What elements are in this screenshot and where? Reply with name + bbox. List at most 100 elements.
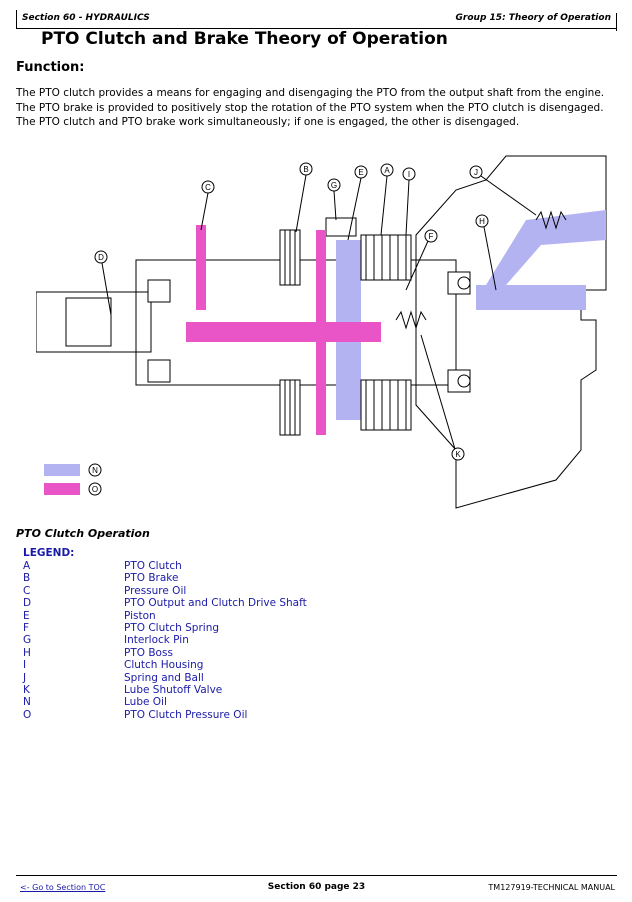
callout-e: E: [347, 165, 368, 241]
legend-key: K: [23, 683, 30, 696]
callout-a: A: [380, 163, 394, 236]
legend-row-b: B PTO Brake: [23, 572, 178, 585]
pto-clutch-diagram: B C G E A I J H F D K N O: [36, 155, 607, 509]
legend-label: PTO Brake: [124, 572, 179, 585]
legend-key: C: [23, 584, 31, 597]
manual-id: TM127919-TECHNICAL MANUAL: [488, 883, 615, 892]
function-text: The PTO clutch provides a means for enga…: [16, 87, 605, 128]
svg-text:D: D: [98, 253, 104, 262]
svg-text:O: O: [92, 485, 98, 494]
clutch-spring: [395, 310, 427, 330]
boss-bearing-top: [457, 276, 471, 290]
legend-label: Clutch Housing: [124, 659, 204, 672]
pressure-oil-path: [186, 225, 381, 435]
legend-key: E: [23, 609, 30, 622]
output-shaft: [36, 291, 152, 353]
legend-key: D: [23, 597, 32, 610]
page-title: PTO Clutch and Brake Theory of Operation: [41, 29, 448, 49]
callout-n: N: [88, 463, 102, 477]
plate-lines: [284, 230, 407, 435]
callout-j: J: [469, 165, 537, 216]
legend-key: J: [23, 671, 27, 684]
legend-key: G: [23, 634, 32, 647]
svg-text:N: N: [92, 466, 98, 475]
legend-label: Pressure Oil: [124, 584, 187, 597]
clutch-plates-top: [360, 234, 412, 281]
bearing-left-bottom: [147, 359, 171, 383]
lube-oil-channel: [486, 210, 606, 285]
legend-label: Lube Oil: [124, 696, 167, 709]
legend-row-e: E Piston: [23, 609, 156, 622]
bearing-left-top: [147, 279, 171, 303]
legend: LEGEND: A PTO Clutch B PTO Brake C Pressure…: [23, 547, 307, 721]
legend-row-c: C Pressure Oil: [23, 584, 186, 597]
page-header: Section 60 - HYDRAULICS Group 15: Theory…: [16, 10, 617, 31]
header-rule-left: [16, 10, 17, 28]
lube-oil-regions: [336, 210, 606, 420]
toc-link[interactable]: <- Go to Section TOC: [20, 883, 106, 892]
legend-key: F: [23, 621, 30, 634]
interlock-pin-body: [325, 217, 357, 237]
pressure-oil-passage: [186, 322, 381, 342]
callout-b: B: [295, 162, 313, 233]
legend-row-d: D PTO Output and Clutch Drive Shaft: [23, 597, 307, 610]
pressure-oil-inlet: [196, 225, 206, 310]
svg-text:B: B: [303, 165, 308, 174]
page-footer: <- Go to Section TOC Section 60 page 23 …: [16, 875, 617, 896]
legend-label: PTO Output and Clutch Drive Shaft: [124, 597, 307, 610]
callout-i: I: [402, 167, 416, 236]
legend-label: Interlock Pin: [124, 634, 189, 647]
bearings: [147, 271, 471, 393]
callout-h: H: [475, 214, 497, 291]
legend-label: PTO Clutch: [124, 560, 182, 572]
svg-text:I: I: [408, 170, 410, 179]
svg-text:C: C: [205, 183, 211, 192]
svg-text:F: F: [429, 232, 434, 241]
header-group: Group 15: Theory of Operation: [455, 13, 611, 23]
pto-housing-outline: [415, 155, 607, 509]
svg-text:J: J: [474, 168, 478, 177]
legend-key: H: [23, 646, 31, 659]
callout-g: G: [327, 178, 341, 221]
pressure-oil-swatch: [44, 483, 80, 495]
legend-row-f: F PTO Clutch Spring: [23, 621, 219, 634]
legend-key: I: [23, 659, 27, 672]
lube-oil-boss: [476, 285, 586, 310]
legend-row-j: J Spring and Ball: [23, 671, 204, 684]
lube-oil-swatch: [44, 464, 80, 476]
pressure-oil-piston-feed: [316, 230, 326, 435]
svg-text:H: H: [479, 217, 485, 226]
legend-row-o: O PTO Clutch Pressure Oil: [23, 708, 247, 721]
legend-key: N: [23, 696, 31, 709]
callout-d: D: [94, 250, 112, 316]
legend-label: Piston: [124, 609, 156, 622]
legend-key: B: [23, 572, 31, 585]
legend-title: LEGEND:: [23, 547, 75, 559]
callout-f: F: [405, 229, 438, 291]
spring-and-ball: [535, 210, 567, 230]
callout-o: O: [88, 482, 102, 496]
legend-label: PTO Clutch Spring: [124, 621, 220, 634]
legend-row-g: G Interlock Pin: [23, 634, 189, 647]
legend-label: PTO Clutch Pressure Oil: [124, 708, 248, 721]
clutch-plates-bottom: [360, 379, 412, 431]
function-heading: Function:: [16, 60, 85, 75]
legend-label: Spring and Ball: [124, 671, 204, 684]
svg-text:K: K: [455, 450, 461, 459]
legend-key: O: [23, 708, 32, 721]
diagram-caption: PTO Clutch Operation: [16, 527, 150, 540]
legend-row-i: I Clutch Housing: [23, 659, 203, 672]
page-number: Section 60 page 23: [267, 882, 366, 892]
legend-row-h: H PTO Boss: [23, 646, 173, 659]
legend-row-a: A PTO Clutch: [23, 560, 182, 572]
legend-label: PTO Boss: [124, 646, 173, 659]
header-section: Section 60 - HYDRAULICS: [22, 13, 150, 23]
springs: [395, 210, 567, 330]
svg-text:A: A: [384, 166, 390, 175]
header-rule-right: [616, 13, 617, 31]
shaft-end: [65, 297, 112, 347]
svg-text:E: E: [358, 168, 363, 177]
callout-k: K: [420, 334, 465, 461]
legend-key: A: [23, 560, 31, 572]
